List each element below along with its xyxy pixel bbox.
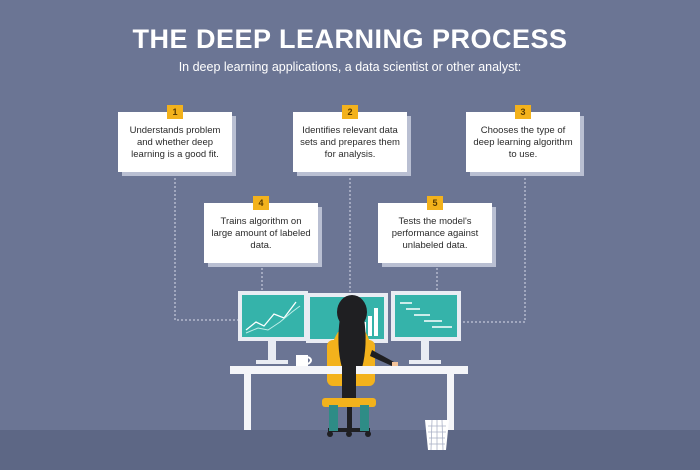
step-text: Chooses the type of deep learning algori… [473,125,573,160]
step-card-1: 1 Understands problem and whether deep l… [118,105,232,172]
page-subtitle: In deep learning applications, a data sc… [178,60,522,74]
step-number-badge: 1 [167,105,183,119]
office-chair [322,362,376,437]
coffee-mug-icon [296,355,312,366]
step-text: Identifies relevant data sets and prepar… [300,125,400,160]
monitor-left [238,291,308,364]
page-title: THE DEEP LEARNING PROCESS [132,24,568,54]
step-text: Understands problem and whether deep lea… [129,125,221,160]
step-number-badge: 4 [253,196,269,210]
connector-step-3 [458,178,526,323]
step-number-badge: 2 [342,105,358,119]
wastebasket-icon [425,419,449,451]
step-card-3: 3 Chooses the type of deep learning algo… [466,105,580,172]
monitor-right [391,291,461,364]
step-text: Tests the model's performance against un… [391,216,479,251]
step-text: Trains algorithm on large amount of labe… [211,216,311,251]
step-card-2: 2 Identifies relevant data sets and prep… [293,105,407,172]
step-number-badge: 3 [515,105,531,119]
step-number-badge: 5 [427,196,443,210]
step-card-4: 4 Trains algorithm on large amount of la… [204,196,318,263]
connector-step-1 [174,178,240,321]
step-card-5: 5 Tests the model's performance against … [378,196,492,263]
